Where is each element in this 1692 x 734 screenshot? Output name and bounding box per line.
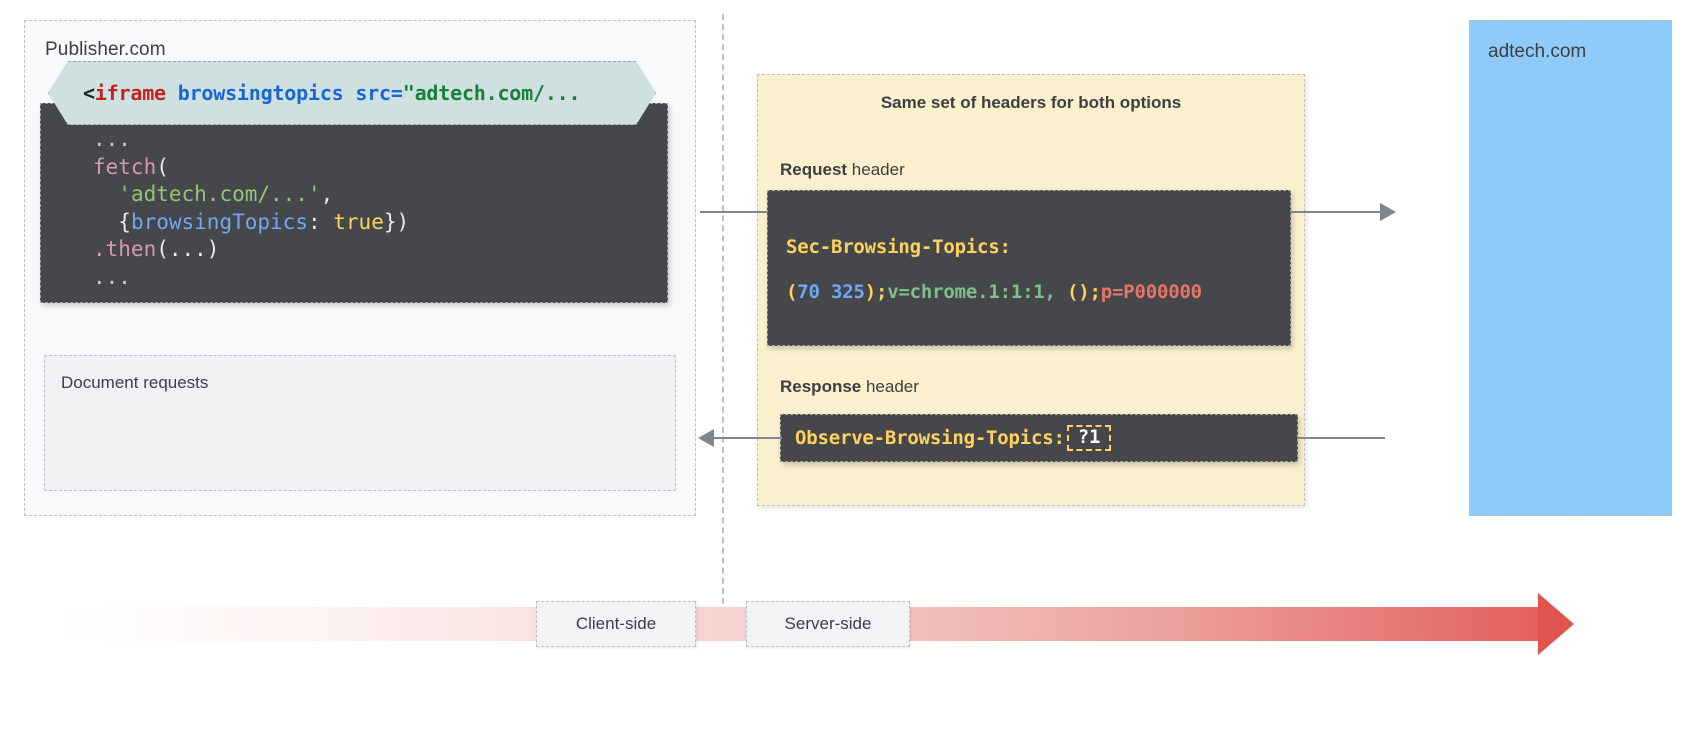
request-header-name: Sec-Browsing-Topics: xyxy=(786,236,1011,258)
code-line-2: fetch( xyxy=(93,154,667,182)
iframe-attr-browsingtopics: browsingtopics xyxy=(165,81,356,105)
timeline-arrowhead-icon xyxy=(1538,593,1574,655)
req-value-topic-2: 325 xyxy=(830,281,865,303)
timeline-chip-client-side: Client-side xyxy=(536,601,696,647)
response-header-value-highlight: ?1 xyxy=(1066,424,1112,452)
adtech-panel-label: adtech.com xyxy=(1488,41,1587,62)
code-ellipsis-bottom: ... xyxy=(93,264,131,289)
code-token-url-string: 'adtech.com/...' xyxy=(118,182,321,206)
code-line-3: 'adtech.com/...', xyxy=(93,181,667,209)
code-token-brace-close: }) xyxy=(383,209,410,234)
iframe-attr-src: src= xyxy=(355,81,403,105)
document-requests-panel: Document requests xyxy=(44,355,676,491)
code-token-open-paren: ( xyxy=(156,154,169,179)
req-value-semicolon-1: ; xyxy=(875,281,888,303)
publisher-panel-label: Publisher.com xyxy=(45,39,166,60)
arrow-publisher-to-request xyxy=(700,211,768,213)
adtech-panel: adtech.com xyxy=(1469,20,1672,516)
req-value-close-paren: ) xyxy=(864,281,876,303)
fetch-code-block: ... fetch( 'adtech.com/...', {browsingTo… xyxy=(40,103,668,303)
arrow-adtech-to-response xyxy=(1297,437,1385,439)
req-value-open-paren: ( xyxy=(786,281,798,303)
req-value-space xyxy=(820,281,831,303)
code-token-comma: , xyxy=(320,182,334,206)
code-ellipsis-top: ... xyxy=(93,127,131,151)
document-requests-label: Document requests xyxy=(61,373,209,392)
code-token-colon: : xyxy=(307,209,334,234)
code-token-brace-open: { xyxy=(118,209,131,234)
timeline-chip-client-label: Client-side xyxy=(575,614,657,633)
arrowhead-right-icon xyxy=(1380,203,1396,221)
iframe-tag-name: iframe xyxy=(94,81,166,105)
code-token-then: .then xyxy=(93,237,157,261)
arrow-request-to-adtech xyxy=(1290,211,1382,213)
iframe-snippet-text: <iframe browsingtopics src="adtech.com/.… xyxy=(49,81,580,105)
iframe-src-value: "adtech.com/... xyxy=(402,81,581,105)
code-token-fetch: fetch xyxy=(93,154,157,179)
iframe-angle-bracket: < xyxy=(83,81,95,105)
response-header-caption: Response header xyxy=(780,377,919,397)
code-line-6: ... xyxy=(93,264,667,292)
code-token-browsingtopics: browsingTopics xyxy=(130,209,308,234)
response-header-caption-rest: header xyxy=(861,377,919,396)
request-header-caption-rest: header xyxy=(847,160,905,179)
response-header-inner: Observe-Browsing-Topics:?1 xyxy=(781,424,1112,452)
request-header-box: Sec-Browsing-Topics: (70 325);v=chrome.1… xyxy=(767,190,1291,346)
request-header-caption: Request header xyxy=(780,160,905,180)
request-header-caption-bold: Request xyxy=(780,160,848,179)
req-value-topic-1: 70 xyxy=(797,281,820,303)
arrow-response-to-publisher xyxy=(702,437,782,439)
req-value-version: v=chrome.1:1:1, xyxy=(887,281,1068,303)
iframe-snippet-chip: <iframe browsingtopics src="adtech.com/.… xyxy=(48,61,656,125)
code-token-then-args: (...) xyxy=(156,237,220,261)
headers-panel-title: Same set of headers for both options xyxy=(880,93,1182,112)
arrowhead-left-icon xyxy=(698,429,714,447)
response-header-box: Observe-Browsing-Topics:?1 xyxy=(780,414,1298,462)
code-line-1: ... xyxy=(93,126,667,154)
response-header-caption-bold: Response xyxy=(780,377,862,396)
code-line-4: {browsingTopics: true}) xyxy=(93,209,667,237)
timeline-chip-server-side: Server-side xyxy=(746,601,910,647)
req-value-semicolon-2: ; xyxy=(1089,281,1101,303)
response-header-name: Observe-Browsing-Topics: xyxy=(795,427,1065,449)
code-line-5: .then(...) xyxy=(93,236,667,264)
timeline-chip-server-label: Server-side xyxy=(784,614,872,633)
code-token-true: true xyxy=(333,209,384,234)
request-header-value: (70 325);v=chrome.1:1:1, ();p=P000000 xyxy=(786,281,1202,303)
client-server-divider xyxy=(722,14,724,624)
req-value-p-param: p=P000000 xyxy=(1100,281,1202,303)
req-value-empty-parens: () xyxy=(1067,281,1090,303)
